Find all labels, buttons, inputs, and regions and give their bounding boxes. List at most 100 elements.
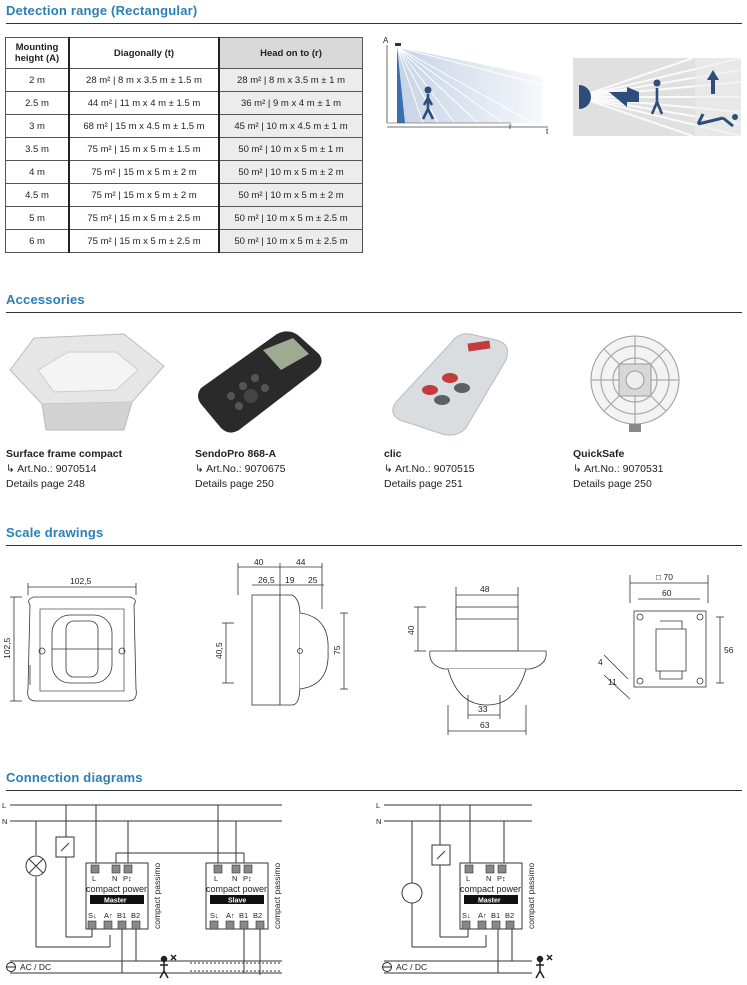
pin-s: S↓ bbox=[210, 911, 219, 920]
surface-frame-image bbox=[6, 330, 166, 438]
pin-n: N bbox=[232, 874, 237, 883]
range-top-diagram bbox=[573, 58, 741, 136]
accessory-name: SendoPro 868-A bbox=[195, 448, 277, 460]
line-n-label: N bbox=[376, 817, 381, 826]
section-rule bbox=[6, 312, 742, 313]
axis-t-label: t bbox=[546, 127, 549, 135]
dim-square-70: □ 70 bbox=[656, 572, 673, 582]
accessory-art-no: ↳ Art.No.: 9070515 bbox=[384, 463, 475, 475]
dim-19: 19 bbox=[285, 575, 295, 585]
range-side-diagram: A r t bbox=[383, 36, 549, 135]
accessory-quicksafe: QuickSafe ↳ Art.No.: 9070531 Details pag… bbox=[573, 330, 743, 490]
accessory-sendopro: SendoPro 868-A ↳ Art.No.: 9070675 Detail… bbox=[195, 330, 365, 490]
pin-b2: B2 bbox=[253, 911, 262, 920]
dim-63: 63 bbox=[480, 720, 490, 730]
pin-l: L bbox=[214, 874, 218, 883]
acdc-icon bbox=[382, 962, 392, 972]
table-cell: 3.5 m bbox=[5, 137, 70, 161]
section-title-accessories: Accessories bbox=[6, 292, 85, 307]
dim-33: 33 bbox=[478, 704, 488, 714]
dim-56: 56 bbox=[724, 645, 734, 655]
table-cell: 68 m² | 15 m x 4.5 m ± 1.5 m bbox=[68, 114, 220, 138]
dim-44: 44 bbox=[296, 557, 306, 567]
dim-4: 4 bbox=[598, 657, 603, 667]
pin-b2: B2 bbox=[131, 911, 140, 920]
dim-75: 75 bbox=[332, 645, 342, 655]
quicksafe-image bbox=[573, 330, 733, 438]
table-cell: 44 m² | 11 m x 4 m ± 1.5 m bbox=[68, 91, 220, 115]
table-cell: 75 m² | 15 m x 5 m ± 2 m bbox=[68, 183, 220, 207]
section-title-scale: Scale drawings bbox=[6, 525, 104, 540]
axis-a-label: A bbox=[383, 36, 389, 45]
dim-40-5: 40,5 bbox=[214, 642, 224, 659]
clic-image bbox=[384, 330, 544, 438]
table-cell: 2.5 m bbox=[5, 91, 70, 115]
person-lying-icon bbox=[696, 113, 734, 128]
accessory-details: Details page 250 bbox=[573, 478, 652, 490]
dim-11: 11 bbox=[608, 677, 617, 687]
person-head bbox=[424, 86, 432, 94]
dim-60: 60 bbox=[662, 588, 672, 598]
table-cell: 28 m² | 8 m x 3.5 m ± 1 m bbox=[218, 68, 363, 92]
accessory-details: Details page 250 bbox=[195, 478, 274, 490]
arrow-left-icon bbox=[609, 87, 639, 107]
acdc-label: AC / DC bbox=[396, 962, 427, 972]
table-cell: 75 m² | 15 m x 5 m ± 2.5 m bbox=[68, 206, 220, 230]
line-n-label: N bbox=[2, 817, 7, 826]
section-rule bbox=[6, 545, 742, 546]
pin-a: A↑ bbox=[478, 911, 487, 920]
accessory-art-no: ↳ Art.No.: 9070675 bbox=[195, 463, 286, 475]
table-cell: 75 m² | 15 m x 5 m ± 2 m bbox=[68, 160, 220, 184]
table-cell: 50 m² | 10 m x 5 m ± 2 m bbox=[218, 183, 363, 207]
scale-drawings: 102,5 102,5 40 44 26,5 19 25 40,5 75 48 … bbox=[2, 557, 734, 735]
accessory-art-no: ↳ Art.No.: 9070514 bbox=[6, 463, 97, 475]
side-label: compact passimo bbox=[272, 863, 282, 929]
table-cell: 3 m bbox=[5, 114, 70, 138]
device-label: compact power bbox=[86, 884, 147, 894]
acdc-icon bbox=[6, 962, 16, 972]
section-rule bbox=[6, 23, 742, 24]
table-cell: 2 m bbox=[5, 68, 70, 92]
table-cell: 4.5 m bbox=[5, 183, 70, 207]
slave-label: Slave bbox=[228, 898, 246, 905]
table-cell: 5 m bbox=[5, 206, 70, 230]
axis-r-label: r bbox=[509, 122, 512, 131]
pin-p: P↕ bbox=[243, 874, 252, 883]
pin-b1: B1 bbox=[117, 911, 126, 920]
col-header-height: Mounting height (A) bbox=[5, 37, 70, 69]
pin-p: P↕ bbox=[123, 874, 132, 883]
dim-25: 25 bbox=[308, 575, 318, 585]
master-label: Master bbox=[478, 898, 501, 905]
table-cell: 75 m² | 15 m x 5 m ± 1.5 m bbox=[68, 137, 220, 161]
table-cell: 50 m² | 10 m x 5 m ± 2.5 m bbox=[218, 229, 363, 253]
push-button-person-icon bbox=[535, 954, 553, 979]
pin-b2: B2 bbox=[505, 911, 514, 920]
section-title-connection: Connection diagrams bbox=[6, 770, 143, 785]
detection-table: Mounting height (A) Diagonally (t) Head … bbox=[5, 37, 363, 253]
pin-s: S↓ bbox=[88, 911, 97, 920]
accessory-surface-frame: Surface frame compact ↳ Art.No.: 9070514… bbox=[6, 330, 176, 490]
table-cell: 28 m² | 8 m x 3.5 m ± 1.5 m bbox=[68, 68, 220, 92]
pin-p: P↕ bbox=[497, 874, 506, 883]
table-cell: 50 m² | 10 m x 5 m ± 2 m bbox=[218, 160, 363, 184]
table-cell: 4 m bbox=[5, 160, 70, 184]
section-rule bbox=[6, 790, 742, 791]
table-cell: 45 m² | 10 m x 4.5 m ± 1 m bbox=[218, 114, 363, 138]
pin-b1: B1 bbox=[239, 911, 248, 920]
accessory-name: Surface frame compact bbox=[6, 448, 123, 460]
pin-s: S↓ bbox=[462, 911, 471, 920]
device-label: compact power bbox=[206, 884, 267, 894]
accessory-details: Details page 248 bbox=[6, 478, 85, 490]
drawing-side-view bbox=[222, 563, 348, 706]
col-header-headon: Head on to (r) bbox=[218, 37, 363, 69]
pin-l: L bbox=[92, 874, 96, 883]
sensor-mark bbox=[395, 43, 401, 46]
dim-40-height: 40 bbox=[406, 625, 416, 635]
accessory-name: QuickSafe bbox=[573, 448, 625, 460]
drawing-mounted-view bbox=[414, 587, 547, 735]
